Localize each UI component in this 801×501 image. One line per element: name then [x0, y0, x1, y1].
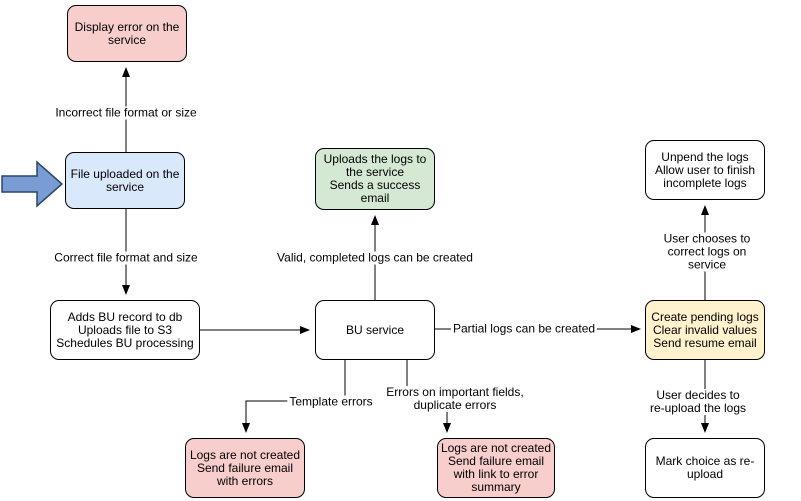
edge-label-important-field-errors: Errors on important fields, duplicate er… [384, 385, 526, 412]
edge-label-template-errors: Template errors [287, 394, 375, 409]
node-file-uploaded[interactable]: File uploaded on the service [65, 152, 185, 209]
edge-label-user-corrects: User chooses to correct logs on service [660, 232, 754, 272]
node-bu-service[interactable]: BU service [315, 300, 435, 360]
node-mark-reupload[interactable]: Mark choice as re- upload [645, 438, 765, 498]
node-unpend-logs[interactable]: Unpend the logs Allow user to finish inc… [645, 140, 765, 200]
edge-label-incorrect-file: Incorrect file format or size [53, 105, 199, 120]
edge-label-valid-logs: Valid, completed logs can be created [275, 250, 475, 265]
node-create-pending[interactable]: Create pending logs Clear invalid values… [645, 300, 765, 360]
edge-label-correct-file: Correct file format and size [52, 250, 200, 265]
node-display-error[interactable]: Display error on the service [67, 5, 187, 62]
entry-arrow-icon[interactable] [1, 160, 64, 208]
edge-label-partial-logs: Partial logs can be created [450, 321, 598, 336]
node-logs-not-created-summary[interactable]: Logs are not created Send failure email … [437, 438, 555, 498]
edge-label-user-reuploads: User decides to re-upload the logs [646, 389, 750, 415]
node-adds-bu-record[interactable]: Adds BU record to db Uploads file to S3 … [50, 300, 200, 360]
node-uploads-logs[interactable]: Uploads the logs to the service Sends a … [315, 148, 435, 210]
node-logs-not-created-errors[interactable]: Logs are not created Send failure email … [185, 438, 305, 498]
